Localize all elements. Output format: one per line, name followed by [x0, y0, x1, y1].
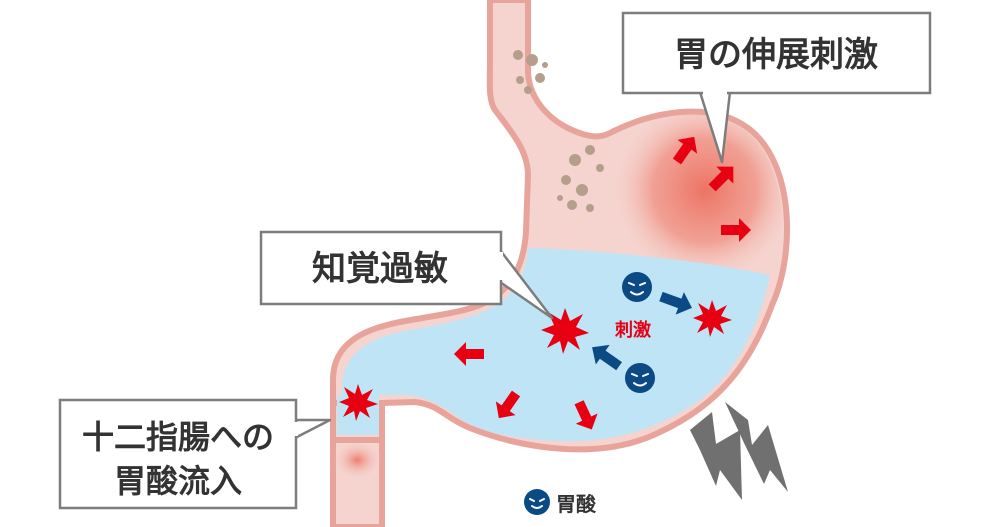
pressure-arrows: [454, 342, 598, 430]
burst-icon: [693, 300, 732, 337]
legend: 胃酸: [524, 489, 597, 516]
lightning-icon: [690, 402, 788, 500]
stretch-arrows: [672, 136, 751, 242]
acid-face-icon: [524, 489, 550, 515]
stimulus-label: 刺激: [615, 319, 651, 341]
stretch-inflammation: [610, 95, 783, 285]
acid-face-icon: [622, 272, 652, 302]
callout-hypersensitivity-text: 知覚過敏: [312, 249, 448, 289]
callout-stretch: 胃の伸展刺激: [621, 11, 932, 164]
acid-face-icon: [625, 363, 655, 393]
burst-icon: [339, 384, 378, 421]
food-particles: [513, 50, 604, 212]
callout-duodenal-reflux: 十二指腸への 胃酸流入: [58, 398, 332, 510]
legend-acid-label: 胃酸: [556, 492, 597, 516]
callout-duodenal-line1: 十二指腸への: [82, 418, 274, 456]
callout-hypersensitivity: 知覚過敏: [259, 230, 554, 320]
burst-icon: [541, 308, 589, 354]
callout-stretch-text: 胃の伸展刺激: [674, 35, 878, 75]
duodenum-inflammation: [333, 440, 382, 480]
acid-attack-arrows: [592, 291, 692, 371]
callout-duodenal-line2: 胃酸流入: [114, 462, 242, 500]
